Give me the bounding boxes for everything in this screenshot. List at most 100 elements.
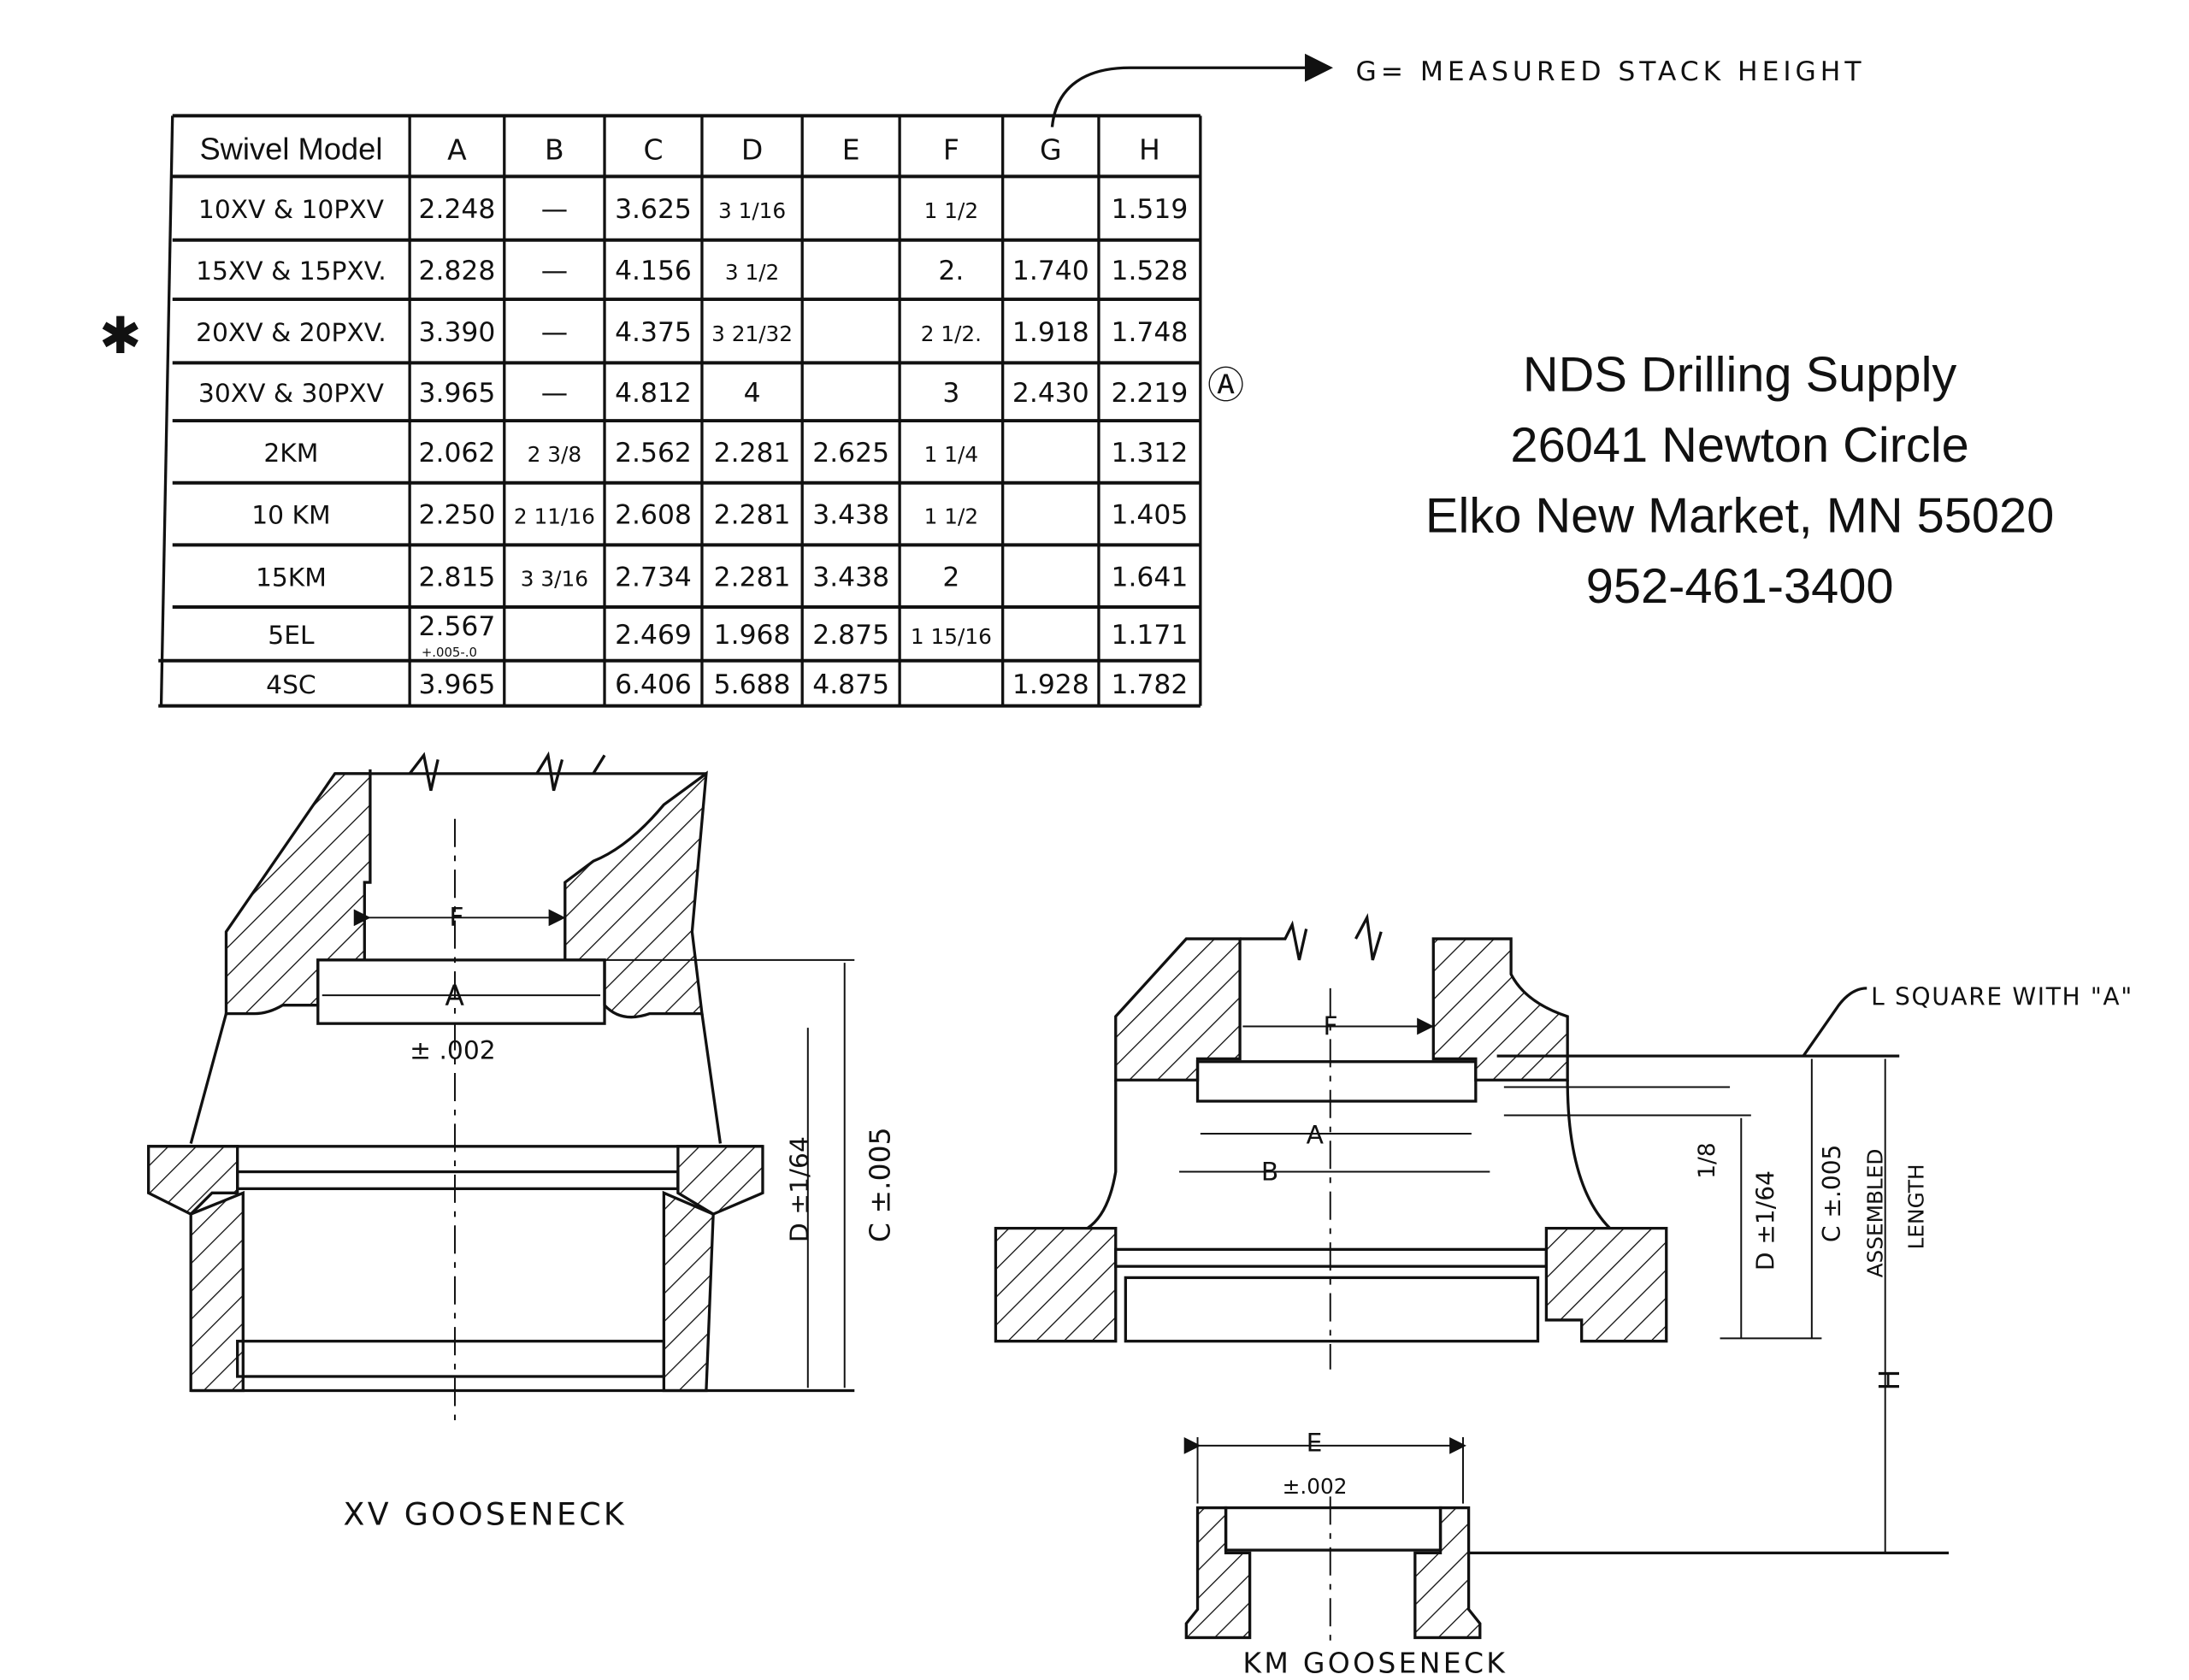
table-cell-h: 1.171 xyxy=(1112,620,1189,651)
km-label-a: A xyxy=(1307,1121,1325,1151)
km-break-lines xyxy=(1240,913,1383,961)
table-cell-d: 3 21/32 xyxy=(711,321,793,346)
table-cell-h: 1.641 xyxy=(1112,562,1189,592)
table-cell-a: 2.062 xyxy=(419,438,496,469)
table-cell-a: 3.390 xyxy=(419,317,496,348)
table-cell-model: 2KM xyxy=(263,439,318,469)
km-label-c: C ±.005 xyxy=(1818,1145,1846,1243)
table-cell-e: 3.438 xyxy=(812,562,889,592)
table-cell-e: 2.625 xyxy=(812,438,889,469)
table-cell-g: 1.928 xyxy=(1012,669,1089,700)
xv-tol-a: ± .002 xyxy=(410,1035,496,1065)
table-cell-d: 4 xyxy=(744,378,761,409)
km-skirt xyxy=(1086,1080,1611,1229)
stack-height-note: G= MEASURED STACK HEIGHT xyxy=(1050,53,1865,127)
note-text: G= MEASURED STACK HEIGHT xyxy=(1355,56,1865,87)
table-cell-e: 3.438 xyxy=(812,500,889,531)
circled-a-marker: Ⓐ xyxy=(1207,365,1244,408)
table-header-g: G xyxy=(1040,133,1062,167)
table-cell-a: 2.567 xyxy=(419,611,496,642)
km-lower-left xyxy=(1184,1506,1252,1640)
table-header-e: E xyxy=(842,133,860,167)
table-header-f: F xyxy=(943,133,959,167)
table-cell-f: 3 xyxy=(942,378,959,409)
company-street: 26041 Newton Circle xyxy=(1510,418,1968,473)
table-cell-model: 5EL xyxy=(268,621,315,651)
xv-label-c: C ±.005 xyxy=(864,1127,897,1242)
table-cell-d: 5.688 xyxy=(714,669,791,700)
table-cell-f: 1 15/16 xyxy=(911,624,992,649)
table-cell-d: 2.281 xyxy=(714,438,791,469)
table-cell-d: 3 1/2 xyxy=(725,260,779,285)
table-cell-c: 6.406 xyxy=(615,669,692,700)
sel-a-tolerance: +.005-.0 xyxy=(422,645,477,660)
square-note-leader xyxy=(1802,987,1867,1058)
table-cell-h: 1.528 xyxy=(1112,256,1189,286)
table-cell-a: 2.248 xyxy=(419,194,496,225)
table-cell-c: 4.812 xyxy=(615,378,692,409)
xv-bottom-ring xyxy=(236,1340,666,1378)
table-cell-h: 1.519 xyxy=(1112,194,1189,225)
table-cell-model: 10XV & 10PXV xyxy=(198,195,385,225)
km-square-note: L SQUARE WITH "A" xyxy=(1871,983,2133,1011)
km-label-assembled: ASSEMBLED xyxy=(1862,1149,1887,1278)
table-cell-f: 1 1/2 xyxy=(924,504,978,529)
xv-ring xyxy=(236,1170,680,1191)
table-cell-c: 2.734 xyxy=(615,562,692,592)
table-cell-b: 2 3/8 xyxy=(528,442,581,467)
table-cell-f: 1 1/2 xyxy=(924,198,978,223)
table-cell-e: 2.875 xyxy=(812,620,889,651)
km-lower-right xyxy=(1413,1506,1482,1640)
table-cell-g: 1.918 xyxy=(1012,317,1089,348)
table-cell-d: 3 1/16 xyxy=(718,198,786,223)
km-label-b: B xyxy=(1261,1157,1278,1187)
table-cell-b: — xyxy=(541,378,568,409)
xv-body-left xyxy=(224,772,372,1016)
table-cell-b: — xyxy=(541,194,568,225)
km-flange-left xyxy=(994,1226,1118,1343)
table-cell-c: 3.625 xyxy=(615,194,692,225)
table-column-rule xyxy=(159,115,174,706)
km-flange-right xyxy=(1544,1226,1668,1343)
table-cell-d: 2.281 xyxy=(714,562,791,592)
table-cell-c: 2.562 xyxy=(615,438,692,469)
km-label-f: F xyxy=(1324,1011,1338,1041)
km-label-eighth: 1/8 xyxy=(1694,1142,1720,1179)
table-cell-f: 2 xyxy=(942,562,959,592)
km-caption: KM GOOSENECK xyxy=(1242,1647,1508,1680)
xv-thread-right xyxy=(662,1190,715,1393)
company-info: NDS Drilling Supply 26041 Newton Circle … xyxy=(1425,347,2054,614)
table-cell-model: 15XV & 15PXV. xyxy=(196,256,386,286)
km-a-seat xyxy=(1195,1060,1478,1103)
km-label-h: H xyxy=(1873,1370,1906,1391)
table-cell-model: 10 KM xyxy=(251,501,330,531)
xv-label-d: D ±1/64 xyxy=(785,1136,815,1242)
table-header-model: Swivel Model xyxy=(199,132,382,167)
km-body-left xyxy=(1114,937,1242,1082)
km-label-e: E xyxy=(1307,1428,1323,1458)
table-cell-c: 2.608 xyxy=(615,500,692,531)
table-header-a: A xyxy=(447,133,467,167)
xv-caption: XV GOOSENECK xyxy=(344,1495,627,1532)
table-cell-h: 1.312 xyxy=(1112,438,1189,469)
table-cell-f: 2. xyxy=(938,256,964,286)
table-cell-model: 4SC xyxy=(266,670,316,700)
table-header-d: D xyxy=(741,133,763,167)
table-cell-c: 4.375 xyxy=(615,317,692,348)
xv-thread-left xyxy=(189,1190,245,1393)
km-lower-seat xyxy=(1224,1506,1443,1552)
table-cell-d: 1.968 xyxy=(714,620,791,651)
table-cell-b: — xyxy=(541,317,568,348)
table-cell-g: 2.430 xyxy=(1012,378,1089,409)
table-cell-a: 3.965 xyxy=(419,669,496,700)
table-cell-f: 2 1/2. xyxy=(921,321,982,346)
table-cell-b: — xyxy=(541,256,568,286)
company-city: Elko New Market, MN 55020 xyxy=(1425,489,2054,544)
km-gooseneck-drawing: F A B 1/8 D ±1/64 C ±.005 ASSEMBLED LENG… xyxy=(994,913,2133,1680)
xv-label-f: F xyxy=(449,903,463,933)
table-cell-e: 4.875 xyxy=(812,669,889,700)
table-cell-a: 2.828 xyxy=(419,256,496,286)
table-cell-b: 3 3/16 xyxy=(521,566,588,591)
